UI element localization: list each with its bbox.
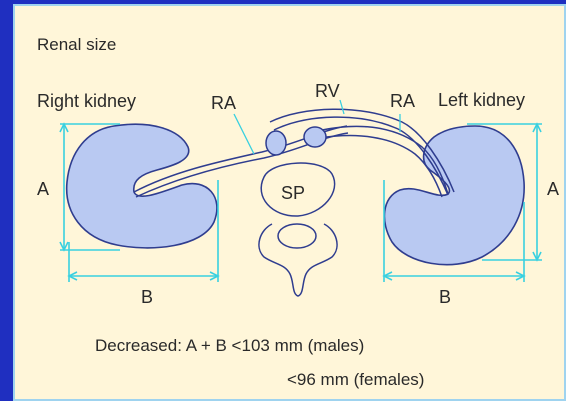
caption-males: Decreased: A + B <103 mm (males) <box>95 337 364 354</box>
a-label-left: A <box>37 180 49 198</box>
ra-label-right: RA <box>390 92 415 110</box>
b-label-right: B <box>439 288 451 306</box>
left-kidney-shape <box>384 126 524 265</box>
right-kidney-shape <box>67 124 217 248</box>
right-kidney-label: Right kidney <box>37 92 136 110</box>
aorta-circle <box>304 127 326 147</box>
spinal-canal <box>278 224 316 248</box>
a-label-right: A <box>547 180 559 198</box>
b-label-left: B <box>141 288 153 306</box>
sp-label: SP <box>281 184 305 202</box>
left-renal-artery-inner <box>320 136 442 197</box>
ra-label-left: RA <box>211 94 236 112</box>
left-kidney-label: Left kidney <box>438 91 525 109</box>
diagram-title: Renal size <box>37 36 116 53</box>
diagram-panel: Renal size Right kidney Left kidney RA R… <box>13 4 566 401</box>
caption-females: <96 mm (females) <box>287 371 424 388</box>
ivc-circle <box>266 131 286 155</box>
rv-label: RV <box>315 82 340 100</box>
